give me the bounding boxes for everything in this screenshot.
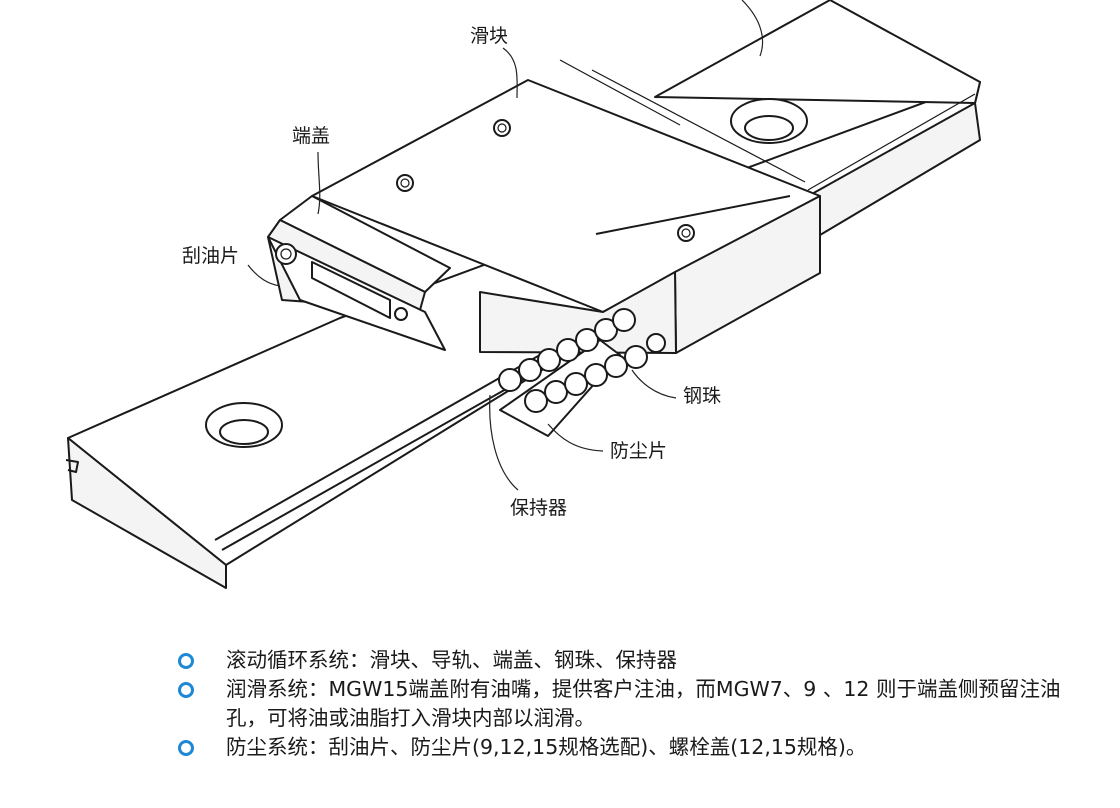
feature-item: 滚动循环系统：滑块、导轨、端盖、钢珠、保持器	[178, 646, 1078, 675]
label-end-cap: 端盖	[292, 125, 330, 147]
label-retainer: 保持器	[510, 497, 567, 519]
leader-slider	[502, 47, 518, 99]
leader-steel-ball	[631, 369, 677, 399]
leader-end-cap	[317, 151, 321, 215]
steel-balls	[498, 308, 666, 437]
feature-text: 防尘系统：刮油片、防尘片(9,12,15规格选配)、螺栓盖(12,15规格)。	[226, 735, 867, 759]
ring-bullet-icon	[178, 740, 194, 756]
feature-text: 滚动循环系统：滑块、导轨、端盖、钢珠、保持器	[226, 648, 677, 672]
leader-retainer	[489, 394, 519, 491]
label-slider: 滑块	[470, 25, 508, 47]
leader-dust-seal	[547, 423, 604, 452]
ring-bullet-icon	[178, 653, 194, 669]
label-dust-seal: 防尘片	[610, 440, 667, 462]
leader-scraper	[247, 264, 281, 287]
feature-text: 润滑系统：MGW15端盖附有油嘴，提供客户注油，而MGW7、9 、12 则于端盖…	[226, 677, 1061, 730]
feature-item: 防尘系统：刮油片、防尘片(9,12,15规格选配)、螺栓盖(12,15规格)。	[178, 733, 1078, 762]
feature-item: 润滑系统：MGW15端盖附有油嘴，提供客户注油，而MGW7、9 、12 则于端盖…	[178, 675, 1078, 733]
feature-list: 滚动循环系统：滑块、导轨、端盖、钢珠、保持器 润滑系统：MGW15端盖附有油嘴，…	[178, 646, 1078, 762]
linear-guide-diagram: 滑块 端盖 刮油片 钢珠 防尘片 保持器	[65, 0, 981, 589]
ring-bullet-icon	[178, 682, 194, 698]
leader-rail-top	[741, 0, 764, 57]
slider-block	[267, 59, 821, 354]
label-scraper: 刮油片	[182, 245, 239, 267]
label-steel-ball: 钢珠	[683, 385, 721, 407]
